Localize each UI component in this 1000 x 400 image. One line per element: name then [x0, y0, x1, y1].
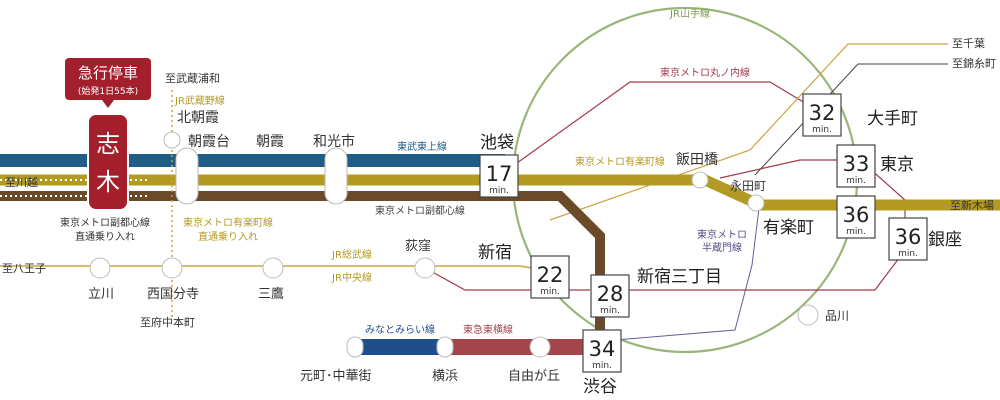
time-box-yurakucho: 36 min.: [836, 195, 876, 239]
express-badge-title: 急行停車: [78, 64, 138, 82]
musashino-label: JR武蔵野線: [174, 94, 225, 107]
yurakucho-label: 東京メトロ有楽町線: [575, 155, 665, 168]
st-shinjuku: 新宿: [478, 243, 512, 263]
svg-text:32: 32: [809, 101, 836, 125]
st-otemachi: 大手町: [867, 109, 918, 129]
st-nagatacho: 永田町: [730, 179, 766, 193]
dir-musashiurawa: 至武蔵浦和: [165, 72, 220, 85]
jr-sobu-label: JR総武線: [331, 248, 372, 261]
hanzomon-label-1: 東京メトロ: [697, 228, 747, 241]
toyoko-label: 東急東横線: [463, 323, 513, 336]
st-nishikokubunji: 西国分寺: [147, 287, 199, 302]
st-yurakucho: 有楽町: [763, 218, 814, 238]
marunouchi-label: 東京メトロ丸ノ内線: [660, 66, 750, 79]
time-box-ikebukuro: 17 min.: [479, 154, 519, 198]
through-fukutoshin-1: 東京メトロ副都心線: [60, 216, 150, 229]
kitaasaka-node: [163, 131, 181, 149]
st-ginza: 銀座: [928, 230, 962, 250]
dir-kawagoe: 至川越: [5, 175, 38, 189]
dir-chiba: 至千葉: [952, 36, 985, 50]
motomachi-pill: [346, 336, 364, 358]
st-ikebukuro: 池袋: [480, 133, 514, 153]
dir-kinshicho: 至錦糸町: [952, 56, 996, 70]
time-box-shinjuku: 22 min.: [530, 255, 570, 299]
dir-shinkiba: 至新木場: [950, 198, 994, 212]
time-box-shibuya: 34 min.: [582, 329, 622, 373]
svg-text:36: 36: [843, 203, 870, 227]
time-box-tokyo: 33 min.: [836, 144, 876, 188]
st-kitaasaka: 北朝霞: [177, 110, 219, 126]
yurakucho-node-iidabashi: [691, 171, 709, 189]
st-motomachi: 元町･中華街: [300, 369, 372, 384]
st-shibuya: 渋谷: [583, 377, 617, 397]
through-fukutoshin-2: 直通乗り入れ: [75, 230, 135, 243]
badge-pointer: [102, 100, 114, 108]
st-tachikawa: 立川: [88, 287, 114, 302]
svg-text:min.: min.: [600, 306, 620, 316]
toyoko-line: [445, 339, 600, 355]
time-box-ginza: 36 min.: [888, 217, 928, 261]
st-iidabashi: 飯田橋: [676, 151, 718, 168]
svg-text:28: 28: [597, 282, 624, 306]
mitaka-node: [262, 257, 284, 279]
shiki-station-box: [87, 113, 129, 211]
asaka-dot: [271, 170, 275, 174]
jiyugaoka-node: [529, 336, 551, 358]
express-badge: [65, 58, 151, 100]
svg-text:min.: min.: [540, 287, 560, 297]
nishikokubunji-node: [161, 257, 183, 279]
shinagawa-node: [797, 304, 819, 326]
marunouchi-line: [509, 81, 821, 169]
dir-hachioji: 至八王子: [2, 262, 46, 275]
shiki-char-1: 志: [96, 130, 120, 158]
svg-text:min.: min.: [898, 249, 918, 259]
svg-text:34: 34: [589, 337, 616, 361]
svg-text:min.: min.: [812, 125, 832, 135]
through-yurakucho-2: 直通乗り入れ: [198, 230, 258, 243]
ogikubo-node: [414, 257, 436, 279]
svg-text:33: 33: [843, 152, 870, 176]
st-asaka: 朝霞: [256, 134, 284, 150]
time-box-shinjuku3: 28 min.: [590, 274, 630, 318]
st-tokyo: 東京: [880, 155, 914, 175]
tobu-tojo-label: 東武東上線: [397, 140, 447, 153]
svg-text:min.: min.: [846, 227, 866, 237]
fukutoshin-label: 東京メトロ副都心線: [375, 204, 465, 217]
st-mitaka: 三鷹: [258, 287, 284, 302]
svg-text:min.: min.: [846, 176, 866, 186]
time-box-otemachi: 32 min.: [802, 93, 842, 137]
svg-text:min.: min.: [489, 186, 509, 196]
tachikawa-node: [89, 257, 111, 279]
asakadai-pill: [175, 147, 199, 205]
st-shinagawa: 品川: [825, 309, 849, 323]
st-shinjuku3: 新宿三丁目: [637, 267, 722, 287]
st-asakadai: 朝霞台: [188, 134, 230, 150]
svg-text:36: 36: [895, 225, 922, 249]
tobu-tojo-line: [0, 154, 505, 167]
jr-yamanote-label: JR山手線: [669, 7, 710, 20]
minatomirai-label: みなとみらい線: [365, 323, 435, 336]
st-jiyugaoka: 自由が丘: [508, 369, 560, 384]
st-wakoshi: 和光市: [313, 133, 355, 150]
svg-text:22: 22: [537, 263, 564, 287]
svg-text:min.: min.: [592, 361, 612, 371]
st-yokohama: 横浜: [432, 369, 458, 384]
to-kinshicho-line: [754, 63, 948, 176]
nagatacho-node: [747, 194, 765, 212]
yokohama-pill: [436, 336, 454, 358]
express-badge-sub: (始発1日55本): [78, 85, 138, 97]
shiki-char-2: 木: [96, 168, 120, 196]
svg-text:17: 17: [486, 162, 513, 186]
hanzomon-label-2: 半蔵門線: [702, 241, 742, 254]
minatomirai-line: [355, 339, 445, 355]
through-yurakucho-1: 東京メトロ有楽町線: [183, 216, 273, 229]
st-ogikubo: 荻窪: [405, 238, 431, 254]
hanzomon-line: [614, 199, 761, 341]
jr-chuo-label: JR中央線: [331, 271, 372, 284]
wakoshi-pill: [324, 147, 348, 205]
dir-fuchuhonmachi: 至府中本町: [140, 315, 195, 329]
